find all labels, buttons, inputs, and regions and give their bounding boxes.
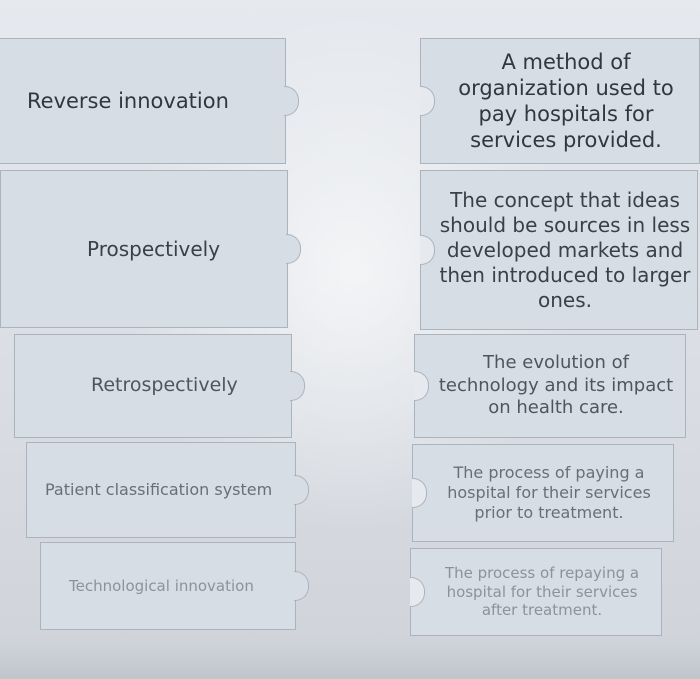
term-card-reverse-innovation[interactable]: Reverse innovation [0,38,299,164]
definition-text: A method of organization used to pay hos… [458,49,674,153]
connector-tab [294,475,309,505]
definition-text: The concept that ideas should be sources… [439,187,691,312]
screen-shadow [0,639,700,679]
connector-tab [286,234,301,264]
definition-card-3[interactable]: The evolution of technology and its impa… [414,334,686,438]
term-label: Reverse innovation [27,88,229,113]
definition-text: The process of repaying a hospital for t… [444,563,640,620]
definition-text: The evolution of technology and its impa… [438,352,674,419]
term-card-retrospectively[interactable]: Retrospectively [14,334,305,438]
term-label: Prospectively [87,236,221,261]
term-label: Patient classification system [45,480,273,499]
definition-card-1[interactable]: A method of organization used to pay hos… [420,38,700,164]
connector-tab [284,86,299,116]
connector-tab [294,571,309,601]
definition-card-2[interactable]: The concept that ideas should be sources… [420,170,698,330]
definition-card-5[interactable]: The process of repaying a hospital for t… [410,548,662,636]
term-card-prospectively[interactable]: Prospectively [0,170,301,328]
definition-card-4[interactable]: The process of paying a hospital for the… [412,444,674,542]
term-label: Technological innovation [69,576,254,595]
connector-tab [290,371,305,401]
definition-text: The process of paying a hospital for the… [447,463,651,522]
term-card-technological-innovation[interactable]: Technological innovation [40,542,309,630]
term-card-patient-classification-system[interactable]: Patient classification system [26,442,309,538]
term-label: Retrospectively [91,374,238,397]
